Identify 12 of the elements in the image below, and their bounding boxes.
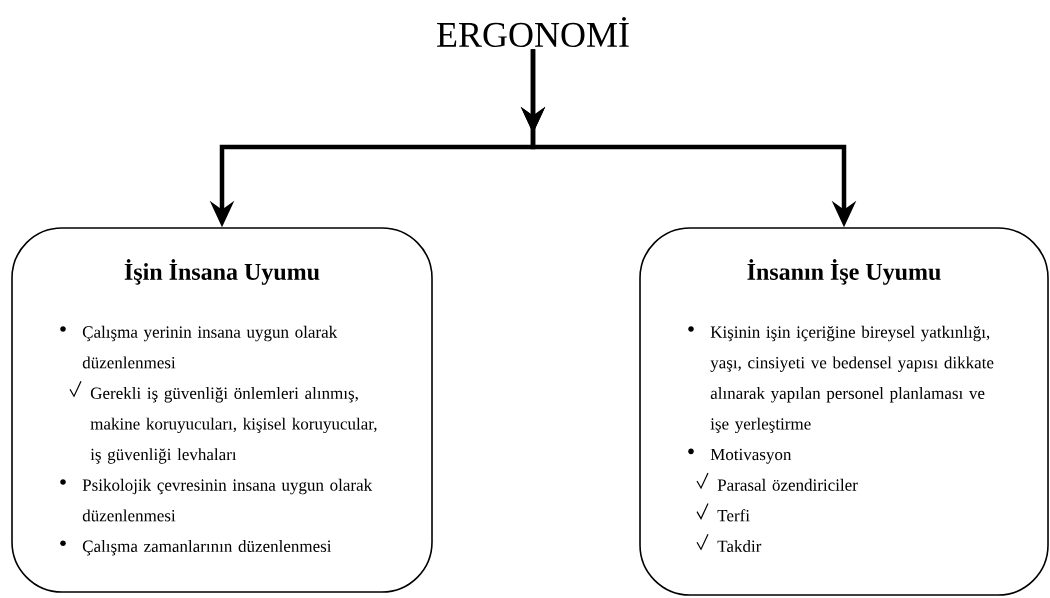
list-item: Terfi (717, 509, 750, 522)
list-item: Takdir (717, 540, 762, 552)
list-item: Gerekli iş güvenliği önlemleri alınmış, makine koruyucuları, kişisel koruyucular, iş güvenliği levhaları (90, 387, 377, 464)
list-item: Psikolojik çevresinin insana uygun olarak düzenlenmesi (82, 478, 373, 522)
list-item: Motivasyon (710, 448, 792, 464)
list-item: Çalışma zamanlarının düzenlenmesi (82, 540, 332, 556)
list-item: Kişinin işin içeriğine bireysel yatkınlığı, yaşı, cinsiyeti ve bedensel yapısı dikkate alınarak yapılan personel planlaması ve işe yerleştirme (710, 325, 994, 434)
list-item: Parasal özendiriciler (717, 478, 858, 491)
title-text: ERGONOMİ (437, 17, 629, 48)
heading: İşin İnsana Uyumu (124, 259, 320, 285)
heading: İnsanın İşe Uyumu (747, 259, 941, 285)
list-item: Çalışma yerinin insana uygun olarak düzenlenmesi (82, 325, 338, 369)
